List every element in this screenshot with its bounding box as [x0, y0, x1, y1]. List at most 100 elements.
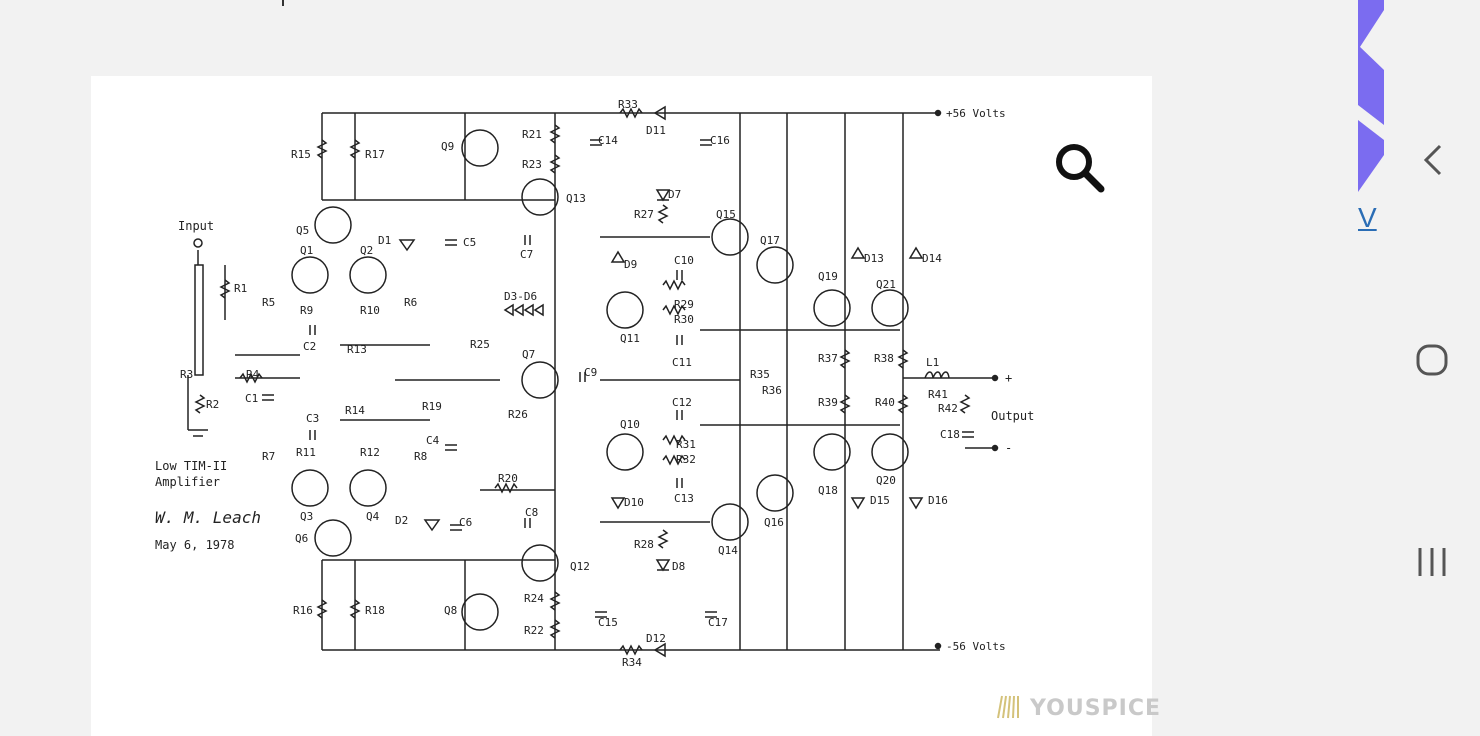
- svg-text:R2: R2: [206, 398, 219, 411]
- schematic-diagram: +56 Volts -56 Volts: [155, 98, 1034, 669]
- side-link[interactable]: V: [1358, 202, 1377, 233]
- svg-text:R38: R38: [874, 352, 894, 365]
- svg-text:R20: R20: [498, 472, 518, 485]
- svg-text:D7: D7: [668, 188, 681, 201]
- svg-text:Q19: Q19: [818, 270, 838, 283]
- svg-text:D13: D13: [864, 252, 884, 265]
- svg-text:R30: R30: [674, 313, 694, 326]
- title-line2: Amplifier: [155, 475, 220, 489]
- svg-text:Q1: Q1: [300, 244, 313, 257]
- svg-text:R40: R40: [875, 396, 895, 409]
- svg-text:C1: C1: [245, 392, 258, 405]
- svg-text:C5: C5: [463, 236, 476, 249]
- circle-icon: [1416, 344, 1448, 376]
- svg-text:R17: R17: [365, 148, 385, 161]
- minus-supply-label: -56 Volts: [946, 640, 1006, 653]
- svg-text:R14: R14: [345, 404, 365, 417]
- svg-text:Q7: Q7: [522, 348, 535, 361]
- svg-text:Q4: Q4: [366, 510, 380, 523]
- svg-text:Q17: Q17: [760, 234, 780, 247]
- svg-text:C11: C11: [672, 356, 692, 369]
- output-minus-label: -: [1005, 441, 1012, 455]
- navigation-bar: [1384, 0, 1480, 720]
- svg-text:R22: R22: [524, 624, 544, 637]
- svg-text:R3: R3: [180, 368, 193, 381]
- svg-text:C14: C14: [598, 134, 618, 147]
- svg-text:D10: D10: [624, 496, 644, 509]
- recents-button[interactable]: [1402, 532, 1462, 592]
- svg-text:R42: R42: [938, 402, 958, 415]
- svg-text:C16: C16: [710, 134, 730, 147]
- zoom-button[interactable]: [1044, 132, 1114, 202]
- svg-text:R7: R7: [262, 450, 275, 463]
- svg-text:R18: R18: [365, 604, 385, 617]
- svg-text:Q11: Q11: [620, 332, 640, 345]
- svg-text:Q3: Q3: [300, 510, 313, 523]
- svg-text:Q5: Q5: [296, 224, 309, 237]
- svg-text:R35: R35: [750, 368, 770, 381]
- svg-text:R11: R11: [296, 446, 316, 459]
- svg-text:C17: C17: [708, 616, 728, 629]
- svg-text:R36: R36: [762, 384, 782, 397]
- svg-text:R8: R8: [414, 450, 427, 463]
- svg-text:R16: R16: [293, 604, 313, 617]
- svg-text:R24: R24: [524, 592, 544, 605]
- svg-text:Q12: Q12: [570, 560, 590, 573]
- output-plus-label: +: [1005, 371, 1012, 385]
- svg-text:R10: R10: [360, 304, 380, 317]
- svg-text:D15: D15: [870, 494, 890, 507]
- svg-text:R1: R1: [234, 282, 247, 295]
- chevron-left-icon: [1423, 144, 1442, 176]
- svg-text:R39: R39: [818, 396, 838, 409]
- side-thumbnail-strip[interactable]: [1358, 0, 1384, 192]
- date-label: May 6, 1978: [155, 538, 234, 552]
- plus-supply-label: +56 Volts: [946, 107, 1006, 120]
- svg-text:D2: D2: [395, 514, 408, 527]
- svg-text:R41: R41: [928, 388, 948, 401]
- svg-text:R31: R31: [676, 438, 696, 451]
- svg-text:Q13: Q13: [566, 192, 586, 205]
- svg-text:C2: C2: [303, 340, 316, 353]
- svg-text:C9: C9: [584, 366, 597, 379]
- svg-text:R6: R6: [404, 296, 417, 309]
- back-button[interactable]: [1402, 130, 1462, 190]
- svg-text:C4: C4: [426, 434, 440, 447]
- svg-text:D16: D16: [928, 494, 948, 507]
- svg-text:D1: D1: [378, 234, 391, 247]
- svg-text:R37: R37: [818, 352, 838, 365]
- svg-text:R27: R27: [634, 208, 654, 221]
- svg-text:D3-D6: D3-D6: [504, 290, 537, 303]
- svg-text:Q8: Q8: [444, 604, 457, 617]
- input-label: Input: [178, 219, 214, 233]
- svg-text:R32: R32: [676, 453, 696, 466]
- svg-text:R33: R33: [618, 98, 638, 111]
- schematic-image[interactable]: +56 Volts -56 Volts: [91, 76, 1152, 736]
- svg-text:R21: R21: [522, 128, 542, 141]
- svg-text:R25: R25: [470, 338, 490, 351]
- svg-text:R15: R15: [291, 148, 311, 161]
- author-signature: W. M. Leach: [155, 508, 261, 527]
- svg-text:R5: R5: [262, 296, 275, 309]
- svg-text:R29: R29: [674, 298, 694, 311]
- bars-icon: [1418, 548, 1446, 576]
- svg-text:L1: L1: [926, 356, 939, 369]
- watermark-text: YOUSPICE: [1030, 696, 1162, 721]
- svg-text:C6: C6: [459, 516, 472, 529]
- svg-text:D9: D9: [624, 258, 637, 271]
- svg-text:Q2: Q2: [360, 244, 373, 257]
- header-text-fragment: [282, 0, 298, 6]
- svg-text:D8: D8: [672, 560, 685, 573]
- svg-text:R4: R4: [246, 368, 260, 381]
- svg-text:C10: C10: [674, 254, 694, 267]
- svg-text:R19: R19: [422, 400, 442, 413]
- svg-text:Q14: Q14: [718, 544, 738, 557]
- svg-text:Q21: Q21: [876, 278, 896, 291]
- magnifier-icon: [1056, 144, 1105, 193]
- youspice-logo-icon: [997, 695, 1019, 719]
- home-button[interactable]: [1402, 330, 1462, 390]
- svg-text:Q20: Q20: [876, 474, 896, 487]
- svg-text:Q18: Q18: [818, 484, 838, 497]
- svg-text:R23: R23: [522, 158, 542, 171]
- svg-text:C3: C3: [306, 412, 319, 425]
- svg-text:Q10: Q10: [620, 418, 640, 431]
